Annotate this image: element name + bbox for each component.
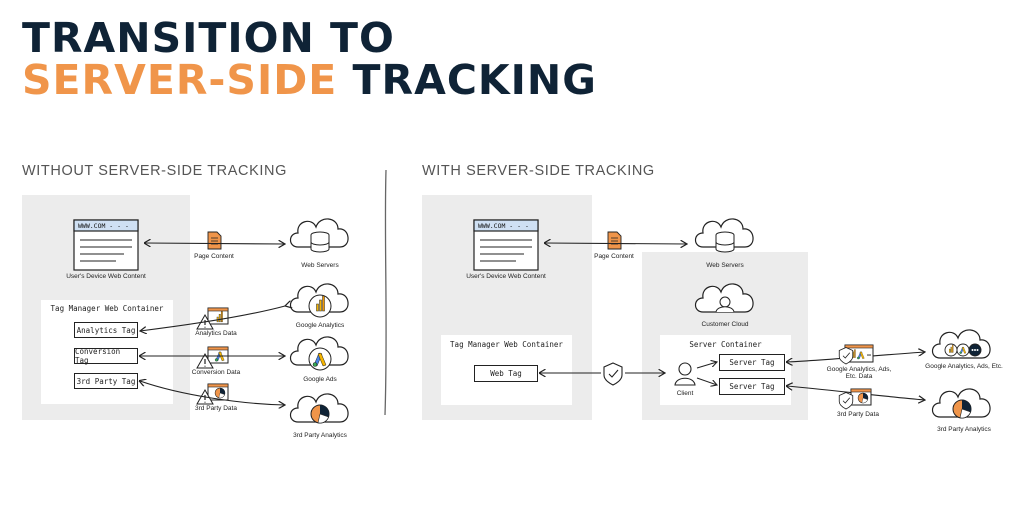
google-data-label: Google Analytics, Ads, Etc. Data — [826, 366, 892, 381]
right-section-heading: WITH SERVER-SIDE TRACKING — [422, 163, 655, 179]
left-page-content-label: Page Content — [194, 253, 234, 260]
title-rest: TRACKING — [352, 56, 597, 104]
right-web-servers-label: Web Servers — [706, 262, 744, 269]
analytics-tag: Analytics Tag — [74, 322, 138, 338]
right-browser-label: User's Device Web Content — [466, 273, 546, 280]
third-party-analytics-label: 3rd Party Analytics — [293, 432, 347, 439]
conversion-data-label: Conversion Data — [191, 369, 241, 376]
server-tag-1: Server Tag — [719, 354, 785, 371]
client-label: Client — [676, 390, 694, 397]
server-container-title: Server Container — [689, 340, 762, 349]
web-tag: Web Tag — [474, 365, 538, 382]
third-party-data-label: 3rd Party Data — [195, 405, 237, 412]
title-accent: SERVER-SIDE — [22, 56, 338, 104]
analytics-data-label: Analytics Data — [195, 330, 237, 337]
conversion-tag: Conversion Tag — [74, 347, 138, 365]
left-browser-label: User's Device Web Content — [66, 273, 146, 280]
third-party-tag: 3rd Party Tag — [74, 373, 138, 389]
server-tag-2: Server Tag — [719, 378, 785, 395]
right-browser-url: WWW.COM - - - — [478, 222, 529, 230]
left-section-heading: WITHOUT SERVER-SIDE TRACKING — [22, 163, 287, 179]
right-third-party-analytics-label: 3rd Party Analytics — [937, 426, 991, 433]
left-container-title: Tag Manager Web Container — [50, 304, 164, 313]
customer-cloud-label: Customer Cloud — [701, 321, 749, 328]
page-title-line1: TRANSITION TO — [22, 14, 395, 62]
left-browser-url: WWW.COM - - - — [78, 222, 129, 230]
page-title-line2: SERVER-SIDE TRACKING — [22, 60, 597, 101]
google-destinations-label: Google Analytics, Ads, Etc. — [925, 363, 1003, 370]
right-container-title: Tag Manager Web Container — [450, 340, 563, 349]
right-third-party-data-label: 3rd Party Data — [837, 411, 879, 418]
google-analytics-label: Google Analytics — [295, 322, 345, 329]
google-ads-label: Google Ads — [303, 376, 337, 383]
right-page-content-label: Page Content — [594, 253, 634, 260]
left-web-servers-label: Web Servers — [301, 262, 339, 269]
